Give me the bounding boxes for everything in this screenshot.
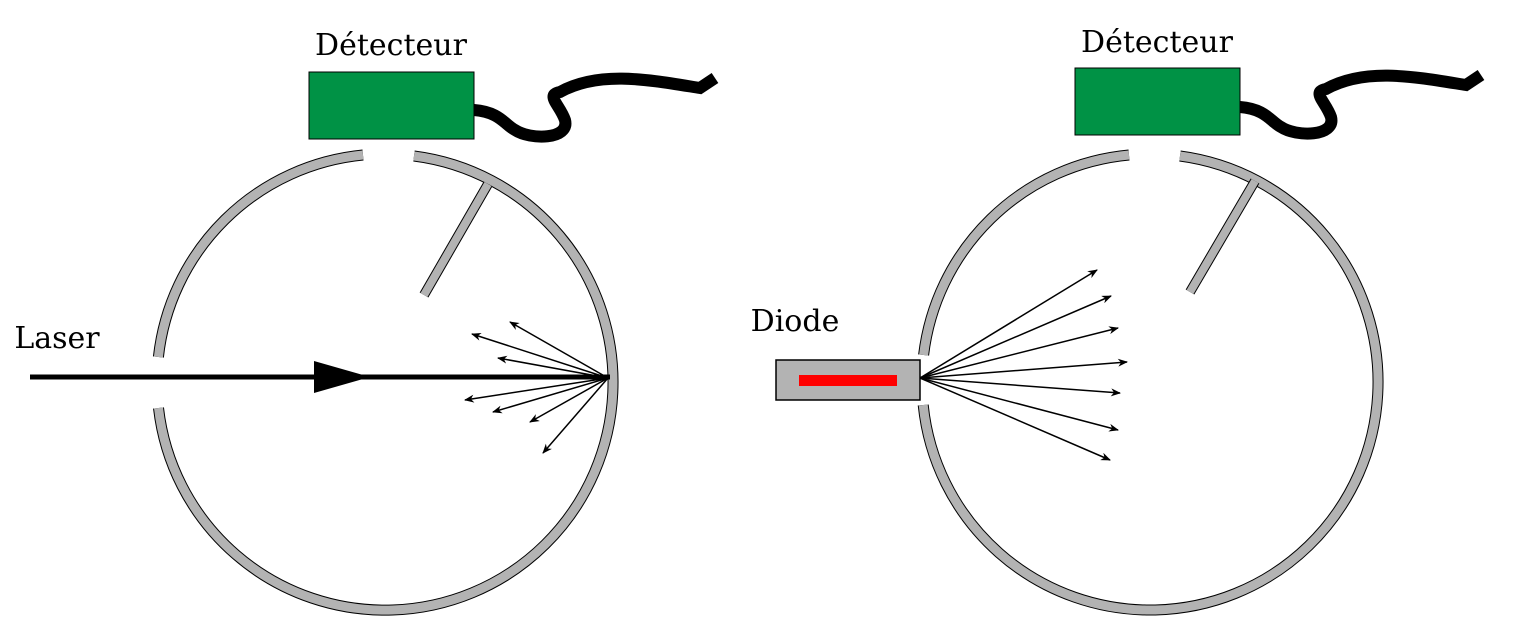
left-detector-cable — [473, 72, 719, 143]
left-scattered-rays — [464, 321, 609, 454]
left-detector-label: Détecteur — [315, 28, 468, 63]
laser-label: Laser — [14, 321, 100, 356]
left-sphere — [152, 149, 619, 616]
laser-beam — [30, 361, 610, 393]
right-detector — [1074, 67, 1241, 136]
left-setup: Détecteur Laser — [14, 28, 719, 616]
diode — [775, 359, 921, 401]
right-detector-label: Détecteur — [1081, 25, 1234, 60]
right-sphere — [917, 149, 1384, 616]
left-detector — [308, 71, 475, 140]
right-emitted-rays — [919, 269, 1128, 461]
diode-emitter — [799, 375, 897, 386]
right-setup: Détecteur Diode — [751, 25, 1485, 616]
right-detector-cable — [1239, 69, 1485, 140]
diode-label: Diode — [751, 304, 840, 339]
